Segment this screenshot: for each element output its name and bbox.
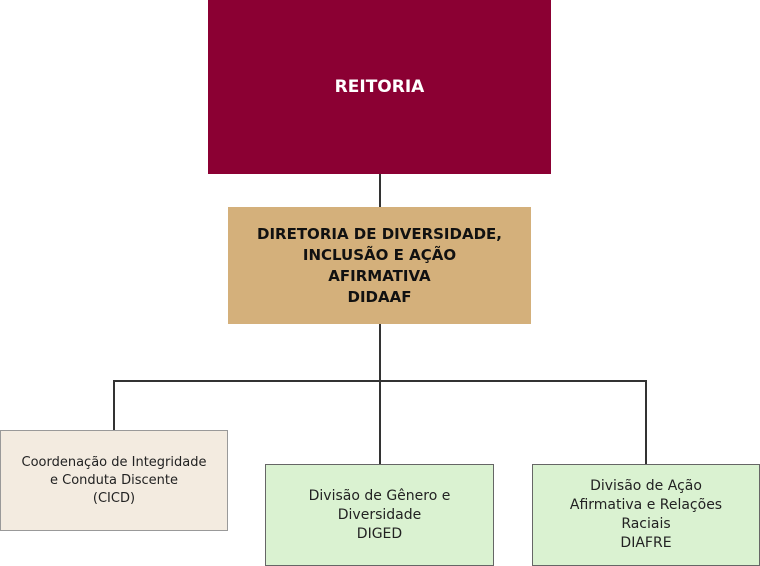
node-label: DIRETORIA DE DIVERSIDADE, INCLUSÃO E AÇÃ…	[257, 224, 502, 306]
node-label: REITORIA	[334, 77, 425, 97]
node-label: Divisão de Ação Afirmativa e Relações Ra…	[569, 478, 723, 551]
connector-to-cicd	[113, 380, 115, 430]
node-diged: Divisão de Gênero e Diversidade DIGED	[265, 464, 494, 566]
connector-to-diged	[379, 380, 381, 464]
node-label: Divisão de Gênero e Diversidade DIGED	[308, 487, 451, 542]
node-reitoria: REITORIA	[208, 0, 551, 174]
node-diafre: Divisão de Ação Afirmativa e Relações Ra…	[532, 464, 760, 566]
connector-to-diafre	[645, 380, 647, 464]
node-didaaf: DIRETORIA DE DIVERSIDADE, INCLUSÃO E AÇÃ…	[228, 207, 531, 324]
node-label: Coordenação de Integridade e Conduta Dis…	[21, 454, 207, 506]
node-cicd: Coordenação de Integridade e Conduta Dis…	[0, 430, 228, 531]
connector-didaaf-down	[379, 324, 381, 382]
connector-reitoria-didaaf	[379, 174, 381, 207]
